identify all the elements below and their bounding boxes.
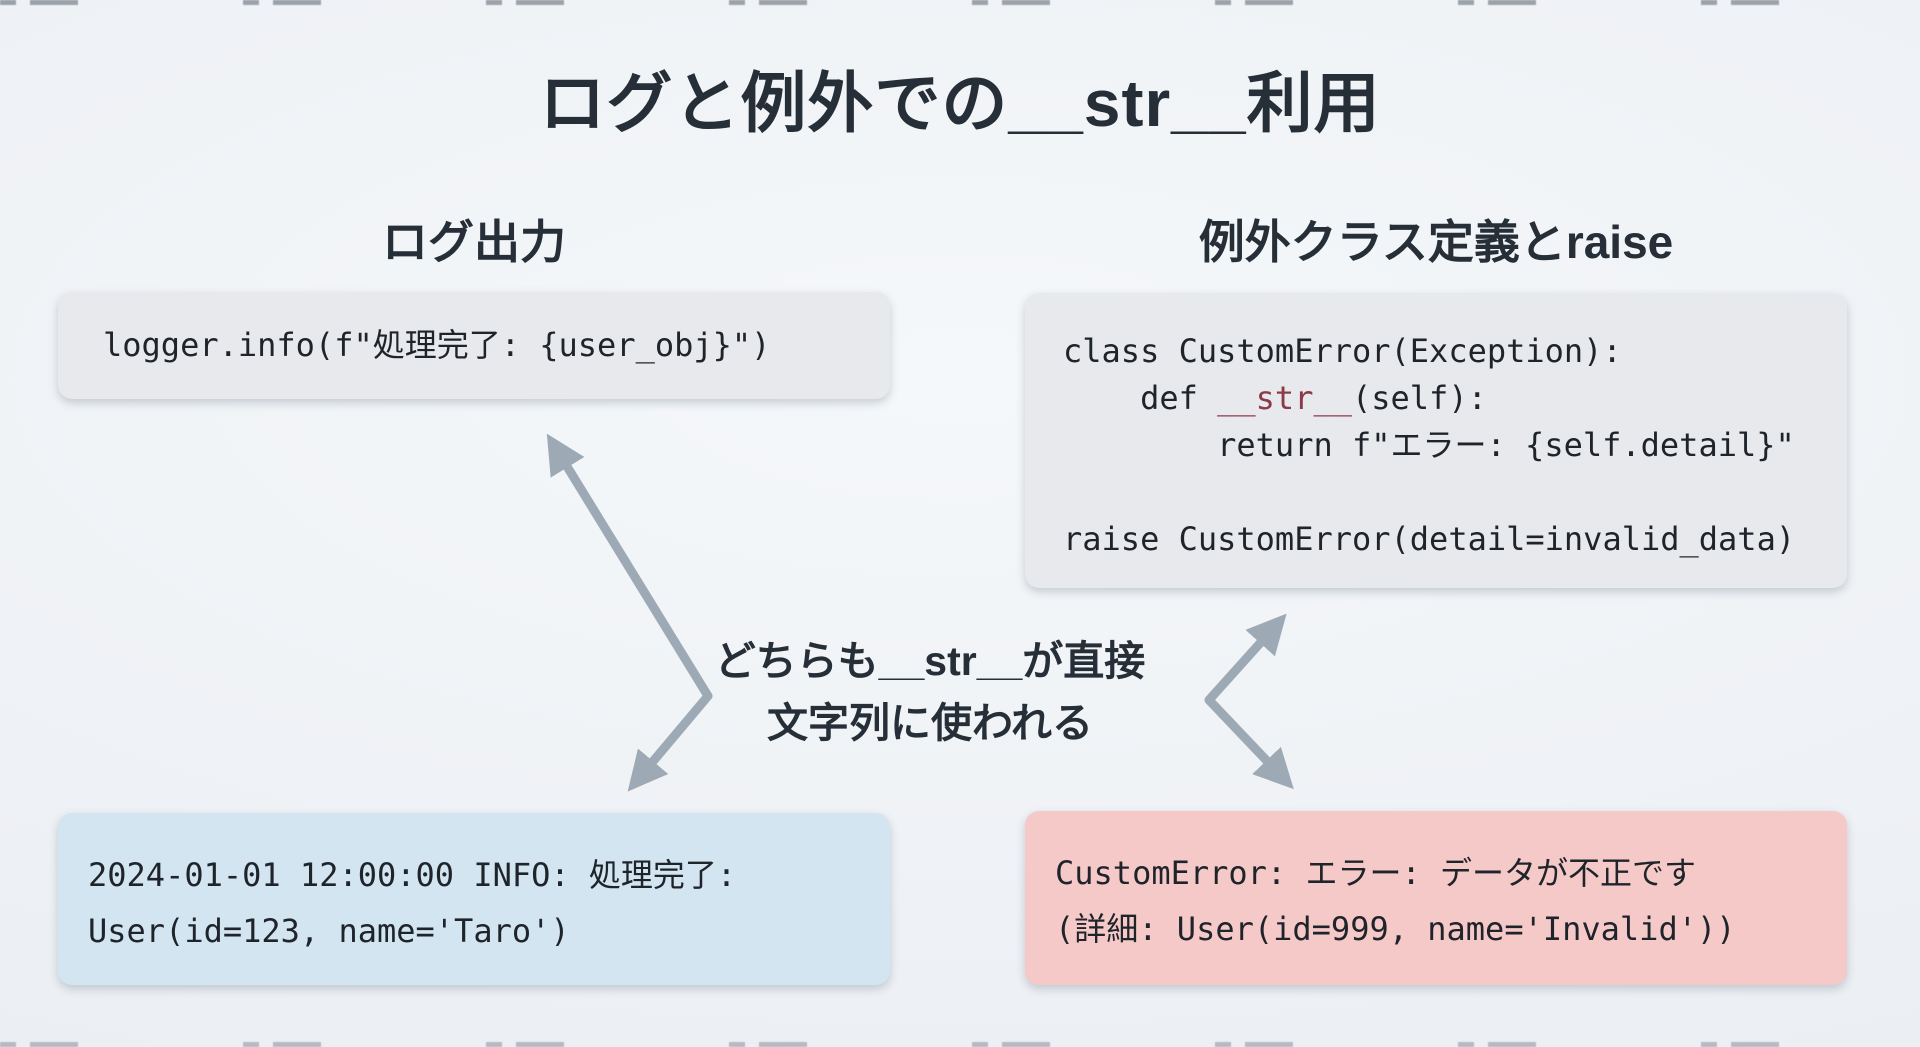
bottom-edge-artifact	[0, 1042, 1920, 1047]
top-edge-artifact	[0, 0, 1920, 5]
code-def-suffix: (self):	[1351, 379, 1487, 417]
section-heading-log-output: ログ出力	[382, 216, 566, 268]
error-result-box: CustomError: エラー: データが不正です (詳細: User(id=…	[1025, 811, 1847, 985]
code-def-prefix: def	[1063, 379, 1218, 417]
exception-code-line-2: def __str__(self):	[1063, 375, 1847, 422]
section-heading-exception-class: 例外クラス定義とraise	[1198, 216, 1674, 268]
log-code-box: logger.info(f"処理完了: {user_obj}")	[58, 292, 890, 399]
diagram-title: ログと例外での__str__利用	[539, 66, 1381, 140]
annotation-text: どちらも__str__が直接 文字列に使われる	[580, 630, 1280, 754]
annotation-line-2: 文字列に使われる	[767, 700, 1093, 746]
exception-code-line-1: class CustomError(Exception):	[1063, 332, 1622, 370]
log-result-line-1: 2024-01-01 12:00:00 INFO: 処理完了:	[88, 856, 737, 894]
error-result-line-1: CustomError: エラー: データが不正です	[1055, 854, 1696, 892]
annotation-line-1: どちらも__str__が直接	[714, 638, 1146, 684]
exception-code-line-3: return f"エラー: {self.detail}"	[1063, 426, 1795, 464]
exception-code-line-raise: raise CustomError(detail=invalid_data)	[1063, 520, 1796, 558]
dunder-str-token: __str__	[1217, 379, 1352, 417]
log-result-line-2: User(id=123, name='Taro')	[88, 912, 570, 950]
log-code-line: logger.info(f"処理完了: {user_obj}")	[103, 326, 771, 364]
error-result-line-2: (詳細: User(id=999, name='Invalid'))	[1055, 910, 1736, 948]
exception-code-line-blank	[1063, 469, 1847, 516]
log-result-box: 2024-01-01 12:00:00 INFO: 処理完了: User(id=…	[58, 813, 890, 985]
exception-code-box: class CustomError(Exception): def __str_…	[1025, 293, 1847, 588]
